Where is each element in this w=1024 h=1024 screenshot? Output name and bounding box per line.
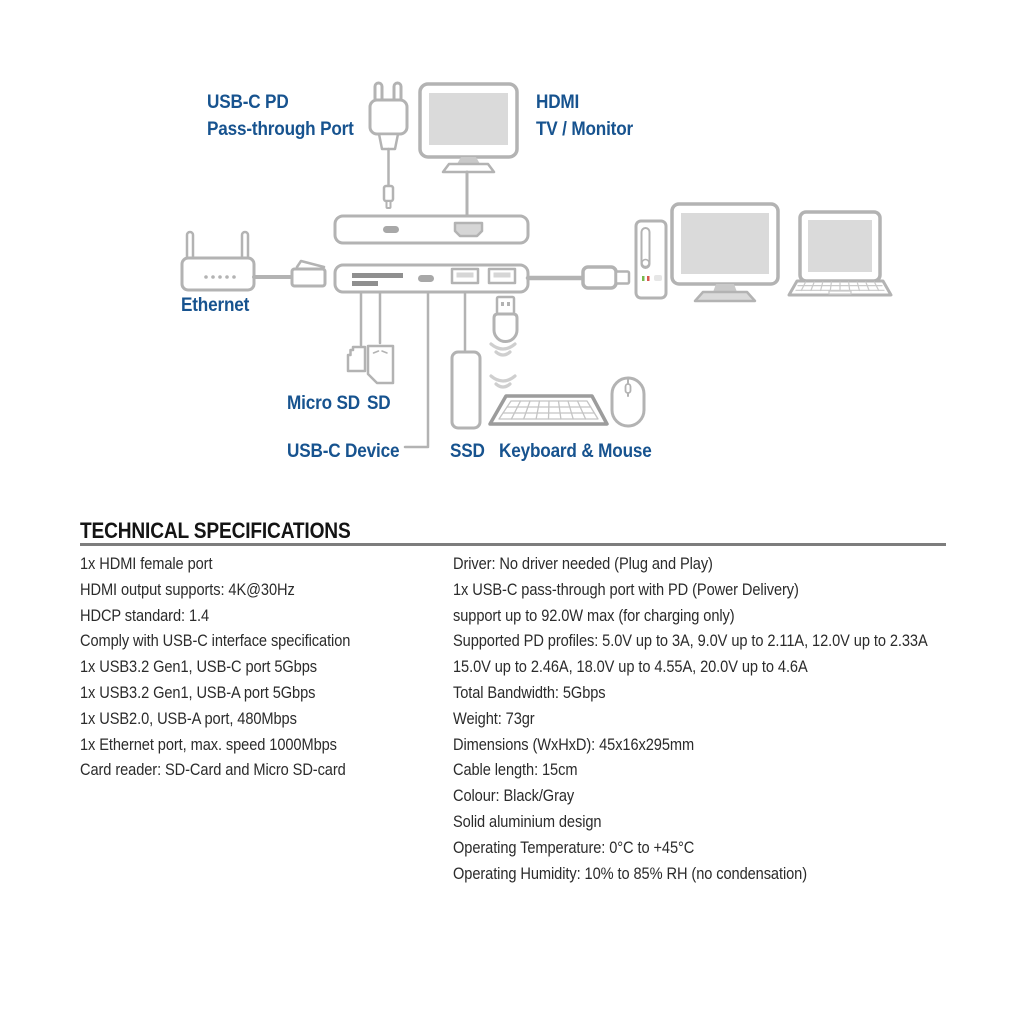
spec-item: support up to 92.0W max (for charging on… — [453, 605, 735, 625]
usb-c-pd-label-line2: Pass-through Port — [207, 118, 354, 140]
spec-item: 1x Ethernet port, max. speed 1000Mbps — [80, 734, 337, 754]
micro-sd-slot — [352, 281, 378, 286]
usb-c-port — [383, 226, 399, 233]
specs-divider — [80, 543, 946, 546]
laptop-icon — [787, 210, 893, 297]
spec-item: 1x USB2.0, USB-A port, 480Mbps — [80, 708, 297, 728]
desktop-monitor-icon — [670, 202, 780, 303]
spec-item: Dimensions (WxHxD): 45x16x295mm — [453, 734, 695, 754]
hdmi-label-line2: TV / Monitor — [536, 118, 634, 140]
hdmi-label-line1: HDMI — [536, 91, 580, 113]
tv-monitor-icon — [418, 82, 519, 217]
ethernet-label: Ethernet — [181, 294, 250, 316]
usb-c-port — [418, 275, 434, 282]
wifi-waves-icon — [489, 342, 517, 389]
pc-tower-icon — [634, 219, 668, 300]
spec-item: Colour: Black/Gray — [453, 786, 575, 806]
micro-sd-card-icon — [346, 345, 367, 373]
keyboard-icon — [488, 394, 609, 426]
spec-item: Card reader: SD-Card and Micro SD-card — [80, 760, 346, 780]
ssd-label: SSD — [450, 440, 485, 462]
spec-item: Comply with USB-C interface specificatio… — [80, 631, 351, 651]
spec-item: Operating Humidity: 10% to 85% RH (no co… — [453, 863, 807, 883]
sd-label: SD — [367, 392, 391, 414]
usb-c-pd-label-line1: USB-C PD — [207, 91, 289, 113]
micro-sd-label: Micro SD — [287, 392, 360, 414]
keyboard-mouse-label: Keyboard & Mouse — [499, 440, 652, 462]
spec-item: 1x USB3.2 Gen1, USB-C port 5Gbps — [80, 657, 317, 677]
dock-front-icon — [333, 263, 530, 294]
power-adapter-icon — [368, 81, 409, 209]
spec-item: Weight: 73gr — [453, 708, 535, 728]
sd-card-icon — [366, 344, 395, 385]
dock-rear-icon — [333, 214, 530, 245]
port-connection-lines — [359, 290, 467, 449]
specs-title: TECHNICAL SPECIFICATIONS — [80, 518, 351, 543]
mouse-icon — [610, 376, 646, 428]
spec-item: 1x USB3.2 Gen1, USB-A port 5Gbps — [80, 682, 316, 702]
rj45-plug-icon — [290, 259, 327, 288]
spec-item: Cable length: 15cm — [453, 760, 578, 780]
specs-left-column: 1x HDMI female port HDMI output supports… — [80, 551, 350, 783]
spec-item: Supported PD profiles: 5.0V up to 3A, 9.… — [453, 631, 928, 651]
usb-c-connector-icon — [525, 265, 631, 290]
spec-item: HDMI output supports: 4K@30Hz — [80, 579, 295, 599]
spec-item: Operating Temperature: 0°C to +45°C — [453, 837, 695, 857]
spec-item: 1x HDMI female port — [80, 554, 213, 573]
spec-item: HDCP standard: 1.4 — [80, 605, 210, 625]
hdmi-port — [453, 221, 484, 238]
diagram-artwork — [180, 81, 893, 449]
ssd-drive-icon — [450, 350, 482, 430]
spec-item: 1x USB-C pass-through port with PD (Powe… — [453, 579, 799, 599]
spec-item: Driver: No driver needed (Plug and Play) — [453, 554, 713, 573]
sd-slot — [352, 273, 403, 278]
usb-wireless-dongle-icon — [492, 295, 519, 343]
router-icon — [180, 230, 256, 292]
spec-item: 15.0V up to 2.46A, 18.0V up to 4.55A, 20… — [453, 657, 808, 677]
spec-item: Total Bandwidth: 5Gbps — [453, 682, 606, 702]
usb-c-device-label: USB-C Device — [287, 440, 400, 462]
connection-diagram: USB-C PD Pass-through Port HDMI TV / Mon… — [0, 0, 1024, 470]
spec-item: Solid aluminium design — [453, 811, 602, 831]
specs-right-column: Driver: No driver needed (Plug and Play)… — [453, 551, 928, 886]
